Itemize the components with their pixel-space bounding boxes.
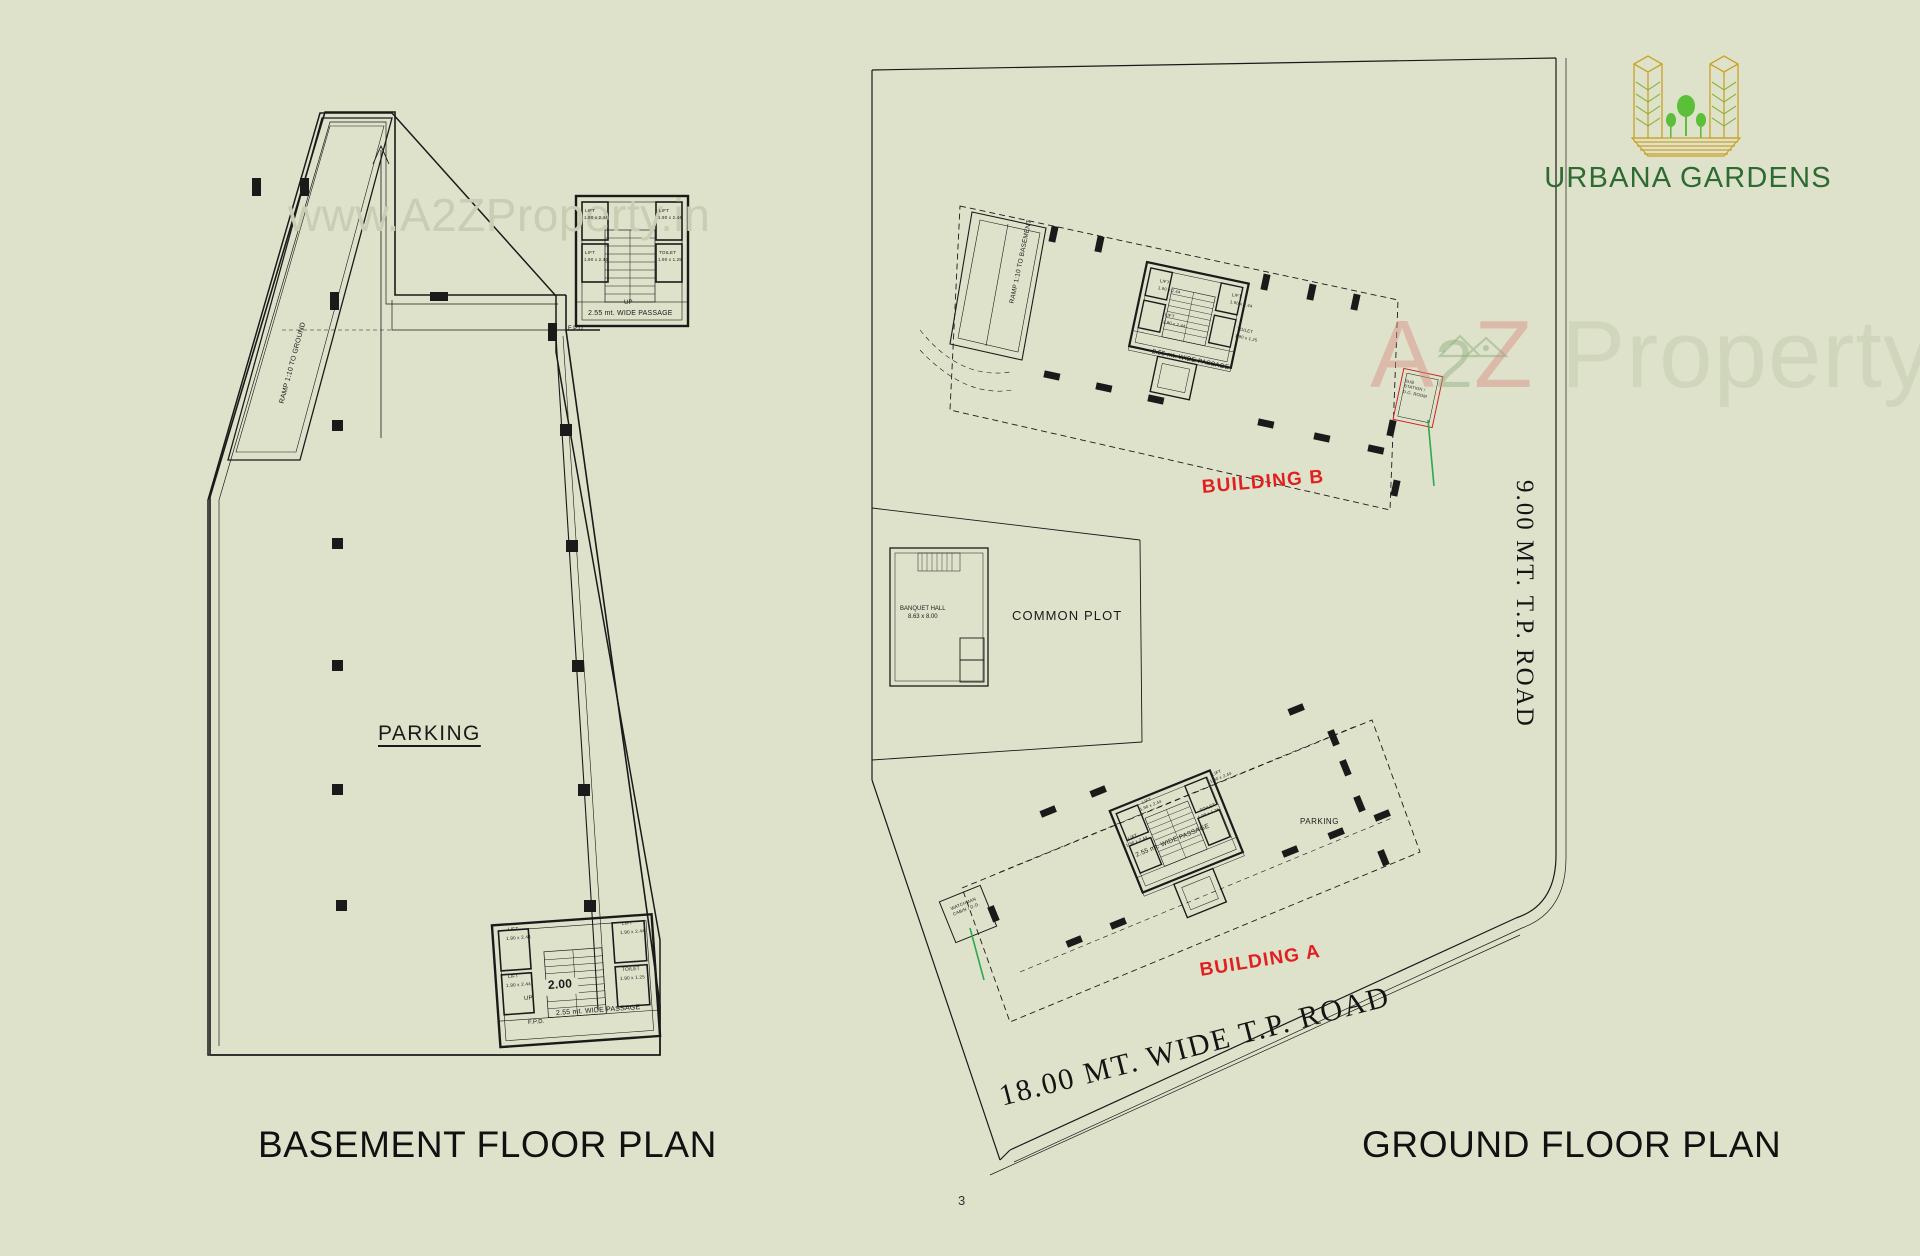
- basement-core-cell: LIFT: [507, 974, 519, 980]
- basement-core-cell: LIFT: [621, 921, 633, 927]
- watermark-letter-2: 2: [1435, 326, 1474, 402]
- basement-passage-top-label: 2.55 mt. WIDE PASSAGE: [588, 310, 673, 317]
- basement-parking-label: PARKING: [378, 722, 481, 745]
- basement-ramp: [227, 117, 393, 461]
- banquet-hall-block: [889, 547, 989, 687]
- ground-plan-title: GROUND FLOOR PLAN: [1362, 1124, 1782, 1165]
- basement-up-bottom-label: UP: [523, 995, 533, 1002]
- building-b-footprint: [919, 205, 1444, 511]
- basement-plan-geometry: [207, 111, 690, 1056]
- basement-core-lower: [490, 912, 662, 1049]
- ground-plan-geometry: [871, 57, 1567, 1176]
- basement-plan-title: BASEMENT FLOOR PLAN: [258, 1124, 717, 1165]
- basement-core-cell-dims: 1.90 x 1.25: [658, 257, 682, 262]
- watermark-site-url: www.A2ZProperty.in: [288, 189, 711, 241]
- building-a-footprint: [938, 703, 1421, 1023]
- basement-core-cell: LIFT: [659, 208, 670, 213]
- basement-core-cell: LIFT: [585, 208, 596, 213]
- basement-core-cell-dims: 1.90 x 2.44: [658, 215, 682, 220]
- basement-columns: [252, 178, 596, 912]
- basement-fpd-bottom-label: F.P.D.: [527, 1018, 545, 1026]
- basement-up-top-label: UP: [624, 300, 633, 306]
- watermark-a2z-property: A2Z Property: [1370, 300, 1920, 410]
- basement-core-cell: LIFT: [585, 250, 596, 255]
- basement-core-cell: TOILET: [659, 250, 677, 255]
- basement-core-cell-dims: 1.90 x 2.44: [584, 257, 608, 262]
- banquet-hall-label: BANQUET HALL 8.63 x 8.00: [900, 606, 946, 621]
- basement-fpd-top-label: F.P.D.: [568, 326, 585, 332]
- common-plot-label: COMMON PLOT: [1012, 608, 1123, 623]
- basement-core-cell: LIFT: [507, 927, 519, 933]
- watermark-letter-a: A: [1370, 301, 1436, 408]
- road-label-9m: 9.00 MT. T.P. ROAD: [1511, 480, 1538, 728]
- watermark-word-property: Property: [1533, 301, 1920, 408]
- urbana-gardens-logo-icon: [1630, 55, 1742, 157]
- watermark-roof-icon: [1437, 334, 1509, 358]
- basement-dim-200-label: 2.00: [547, 976, 573, 992]
- basement-core-upper: [574, 194, 690, 328]
- basement-core-cell-dims: 1.90 x 2.44: [584, 215, 608, 220]
- page-number: 3: [958, 1193, 966, 1208]
- sub-station-box-b: [1392, 367, 1444, 429]
- brand-title: URBANA GARDENS: [1544, 162, 1832, 194]
- brand-logo-block: URBANA GARDENS: [1518, 34, 1858, 204]
- ground-parking-label: PARKING: [1300, 817, 1339, 826]
- watchman-cabin-a: [938, 884, 998, 944]
